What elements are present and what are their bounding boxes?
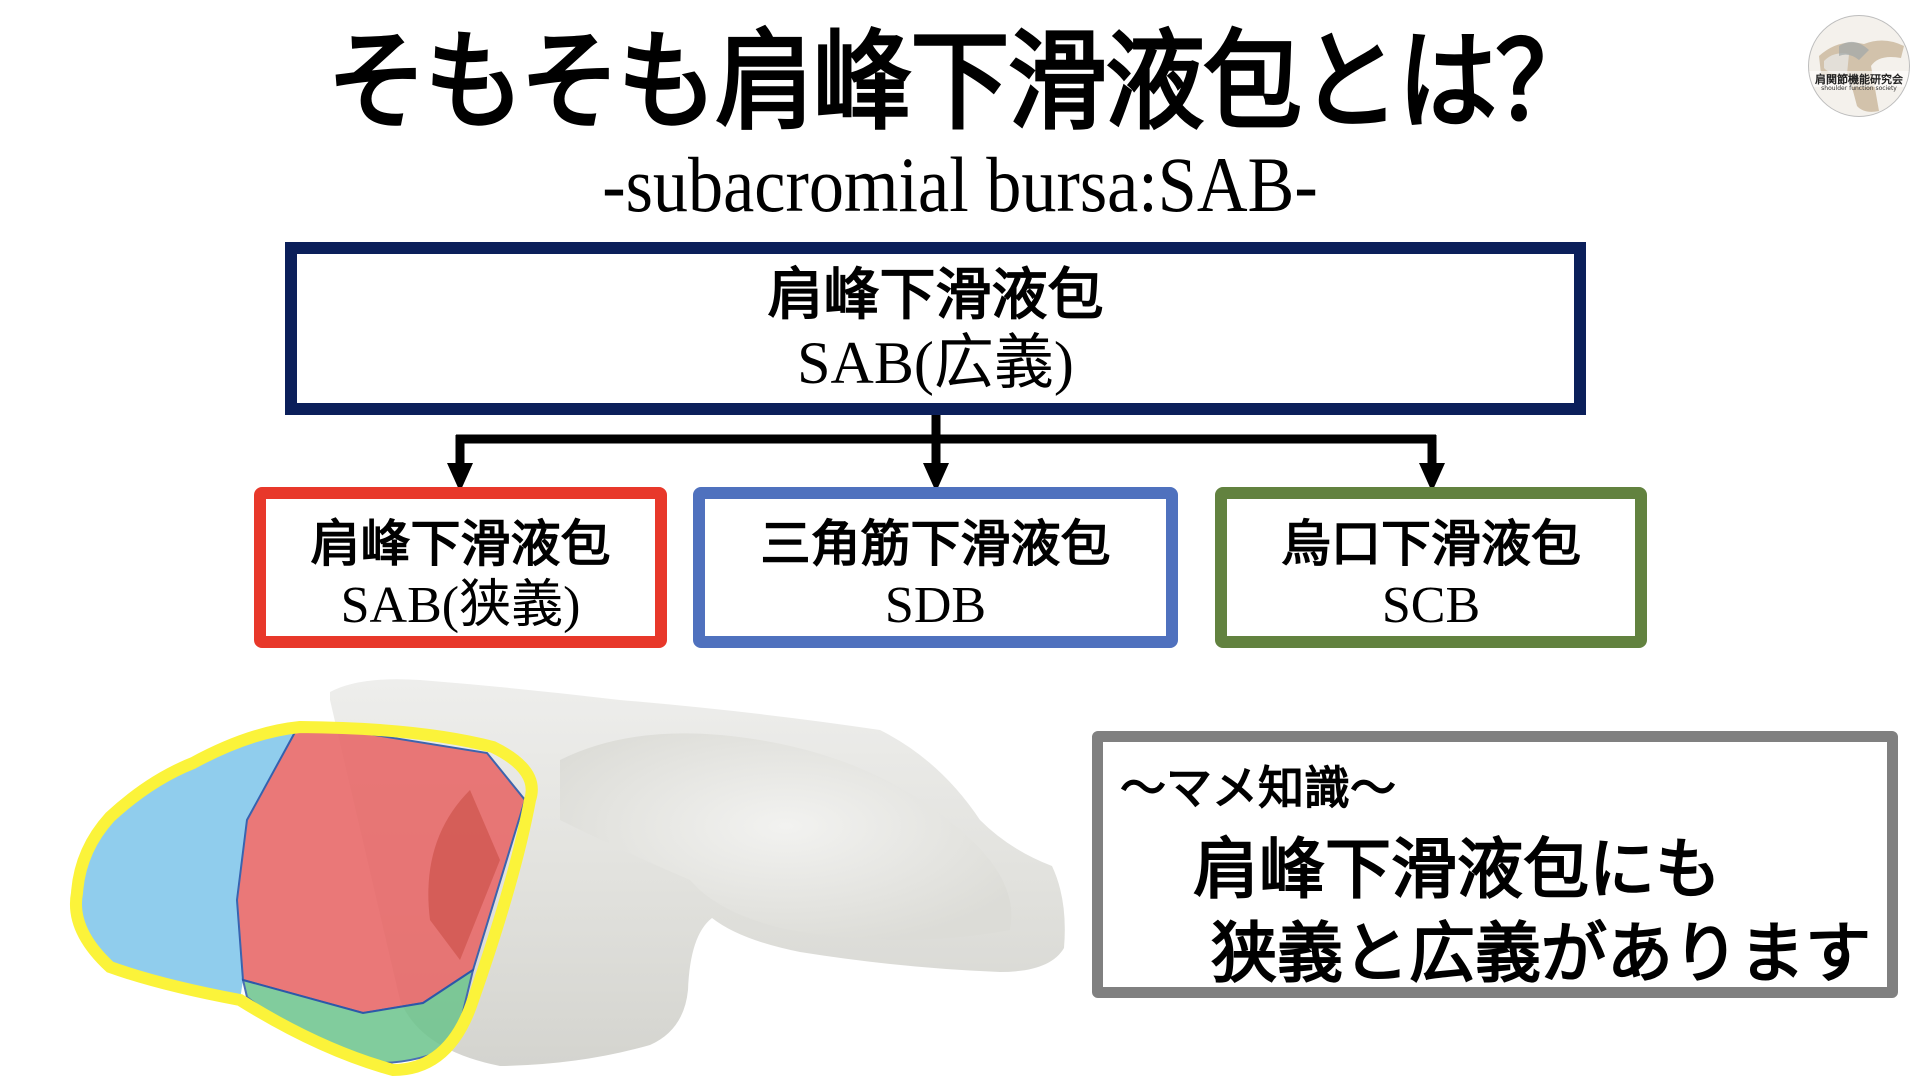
note-heading: 〜マメ知識〜 — [1120, 761, 1396, 815]
root-node-abbr: SAB(広義) — [797, 330, 1074, 396]
page-title: そもそも肩峰下滑液包とは？ — [327, 19, 1595, 145]
child-node-abbr: SDB — [884, 577, 987, 634]
child-node-label: 烏口下滑液包 — [1281, 514, 1581, 573]
child-node-scb: 烏口下滑液包 SCB — [1215, 487, 1647, 648]
arrow-down-icon — [447, 463, 473, 492]
note-line-1: 肩峰下滑液包にも — [1193, 830, 1721, 908]
logo-text: 肩関節機能研究会 — [1809, 71, 1909, 87]
logo-subtext: shoulder function society — [1821, 85, 1897, 92]
child-node-sdb: 三角筋下滑液包 SDB — [693, 487, 1178, 648]
child-node-abbr: SAB(狭義) — [340, 577, 581, 634]
child-node-label: 三角筋下滑液包 — [760, 514, 1111, 573]
child-node-label: 肩峰下滑液包 — [310, 514, 611, 573]
trivia-note-box: 〜マメ知識〜 肩峰下滑液包にも 狭義と広義があります — [1092, 731, 1898, 998]
note-line-2: 狭義と広義があります — [1211, 914, 1871, 992]
child-node-abbr: SCB — [1381, 577, 1481, 634]
arrow-down-icon — [1419, 463, 1445, 492]
bursa-outline — [70, 720, 538, 1077]
page-subtitle: -subacromial bursa:SAB- — [602, 141, 1318, 228]
arrow-down-icon — [923, 463, 949, 492]
child-node-sab-narrow: 肩峰下滑液包 SAB(狭義) — [254, 487, 667, 648]
root-node-label: 肩峰下滑液包 — [767, 262, 1104, 328]
sdb-region — [77, 726, 300, 1000]
society-logo: 肩関節機能研究会 shoulder function society — [1808, 15, 1910, 117]
root-node-sab-broad: 肩峰下滑液包 SAB(広義) — [285, 242, 1586, 415]
